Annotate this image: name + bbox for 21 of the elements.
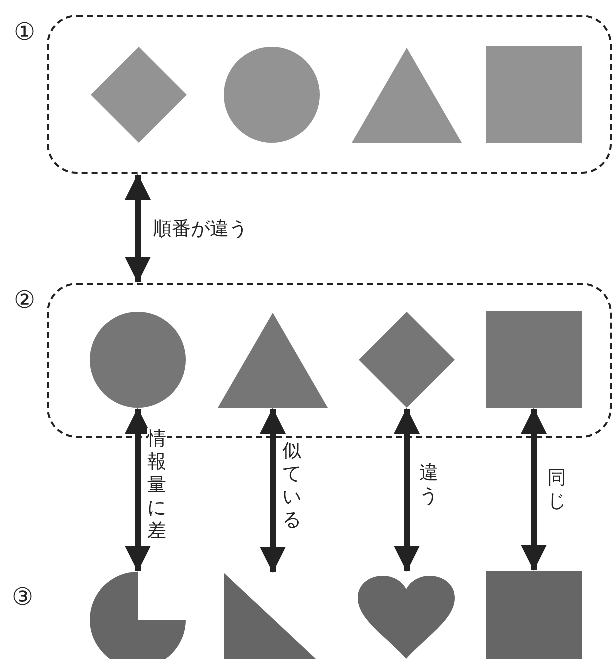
circle-shape	[90, 312, 186, 408]
box-shape	[486, 46, 582, 143]
double-arrow	[125, 408, 151, 572]
edge-label: 同じ	[547, 467, 567, 513]
diamond-shape	[91, 47, 187, 143]
group-number: ②	[14, 288, 36, 312]
triangle-shape	[224, 573, 316, 659]
triangle-shape	[352, 48, 462, 143]
group-number: ③	[12, 585, 34, 609]
group-number: ①	[14, 20, 36, 44]
pie-shape	[90, 572, 186, 659]
double-arrow	[521, 408, 547, 571]
edge-label: 違う	[419, 462, 439, 508]
double-arrow	[260, 408, 286, 573]
double-arrow	[394, 408, 420, 572]
box-shape	[486, 571, 582, 659]
circle-shape	[224, 47, 320, 143]
box-shape	[486, 311, 582, 408]
double-arrow	[125, 174, 151, 283]
triangle-shape	[218, 313, 328, 408]
diamond-shape	[359, 312, 455, 408]
